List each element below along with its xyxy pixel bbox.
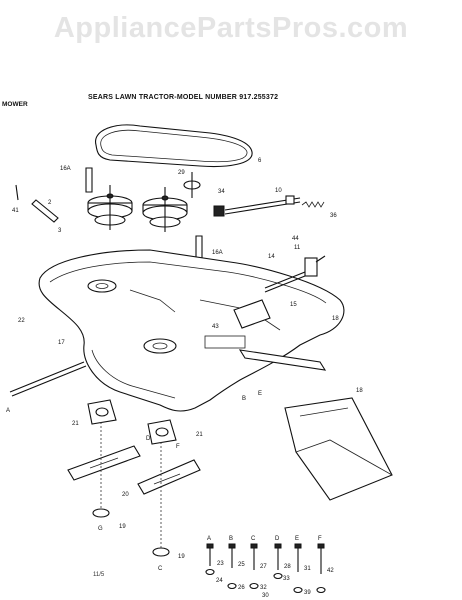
callout-43: 43	[212, 324, 219, 330]
drive-belt-inner	[100, 129, 248, 163]
letter-a-deck: A	[6, 408, 10, 414]
letter-e-bolt: E	[295, 536, 299, 542]
callout-17: 17	[58, 340, 65, 346]
bolt-c	[249, 543, 259, 590]
blade-right	[137, 459, 201, 495]
discharge-chute	[284, 397, 393, 501]
callout-34: 34	[218, 189, 225, 195]
callout-25: 25	[238, 562, 245, 568]
callout-19-right: 19	[178, 554, 185, 560]
callout-23: 23	[217, 561, 224, 567]
callout-36: 36	[330, 213, 337, 219]
callout-20: 20	[122, 492, 129, 498]
callout-3: 3	[58, 228, 62, 234]
drive-belt	[95, 124, 253, 167]
callout-16a-right: 16A	[212, 250, 223, 256]
callout-42: 42	[327, 568, 334, 574]
hardware-kit	[205, 543, 326, 594]
callout-30: 30	[262, 593, 269, 599]
callout-10: 10	[275, 188, 282, 194]
callout-26: 26	[238, 585, 245, 591]
right-spindle-pulley	[142, 187, 188, 232]
callout-39: 39	[304, 590, 311, 596]
letter-b-bolt: B	[229, 536, 233, 542]
letter-c-blade: C	[158, 566, 163, 572]
letter-f-deck: F	[176, 444, 180, 450]
letter-g-blade: G	[98, 526, 103, 532]
callout-21-right: 21	[196, 432, 203, 438]
blade-adapter-left	[87, 399, 117, 425]
callout-44: 44	[292, 236, 299, 242]
callout-31: 31	[304, 566, 311, 572]
belt-guide-left	[85, 167, 93, 193]
blade-washer-right	[152, 547, 170, 557]
letter-d-bolt: D	[275, 536, 280, 542]
page-number: 11/5	[93, 572, 105, 578]
letter-d-deck: D	[146, 436, 151, 442]
callout-16a-left: 16A	[60, 166, 71, 172]
letter-b-deck: B	[242, 396, 246, 402]
callout-chute: 18	[356, 388, 363, 394]
left-spindle-pulley	[87, 185, 133, 230]
callout-14: 14	[268, 254, 275, 260]
diagram-title: SEARS LAWN TRACTOR-MODEL NUMBER 917.2553…	[88, 94, 279, 101]
callout-6: 6	[258, 158, 262, 164]
mower-deck-housing	[38, 249, 345, 412]
adjustment-rod	[213, 195, 301, 217]
callout-15: 15	[290, 302, 297, 308]
deck-rail	[233, 299, 327, 371]
spring	[301, 201, 325, 208]
lift-rod	[264, 255, 326, 293]
bolt-d	[273, 543, 283, 580]
letter-c-bolt: C	[251, 536, 256, 542]
callout-22: 22	[18, 318, 25, 324]
watermark: AppliancePartsPros.com	[53, 12, 409, 44]
letter-f-bolt: F	[318, 536, 322, 542]
bolt-e	[293, 543, 303, 594]
callout-11: 11	[294, 245, 301, 251]
callout-28: 28	[284, 564, 291, 570]
blade-left	[67, 445, 141, 481]
callout-29: 29	[178, 170, 185, 176]
callout-2: 2	[48, 200, 52, 206]
bolt-41	[15, 184, 19, 201]
callout-21-left: 21	[72, 421, 79, 427]
front-link-rod	[9, 361, 87, 397]
callout-labels: 6 16A 16A 29 34 10 41 2 3 36 14 44 11 22…	[6, 158, 363, 599]
letter-e-deck: E	[258, 391, 262, 397]
blade-washer-left	[92, 508, 110, 518]
callout-27: 27	[260, 564, 267, 570]
callout-18: 18	[332, 316, 339, 322]
section-label: MOWER	[2, 101, 28, 108]
bolt-b	[227, 543, 237, 590]
callout-41: 41	[12, 208, 19, 214]
idler-pulley	[183, 172, 201, 198]
callout-33: 33	[283, 576, 290, 582]
bolt-f	[316, 543, 326, 594]
bracket-left	[31, 199, 59, 223]
callout-19-left: 19	[119, 524, 126, 530]
callout-24: 24	[216, 578, 223, 584]
callout-32: 32	[260, 585, 267, 591]
letter-a-bolt: A	[207, 536, 211, 542]
blade-adapter-right	[147, 419, 177, 445]
bolt-a	[205, 543, 215, 576]
